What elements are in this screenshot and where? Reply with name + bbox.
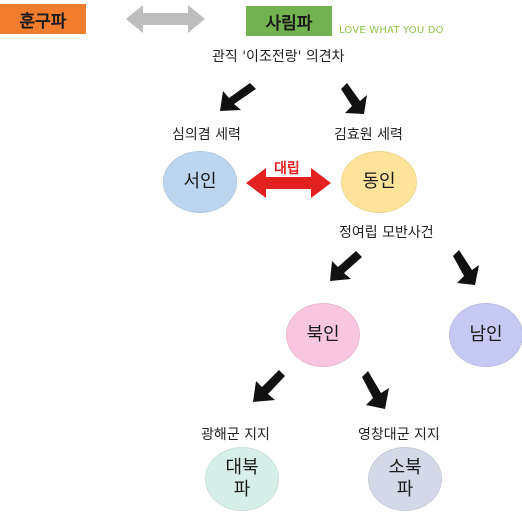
hungu-box: 훈구파 (0, 4, 86, 34)
node-daebuk: 대북 파 (205, 447, 279, 511)
node-sobuk-line1: 소북 (388, 456, 422, 478)
arrow-to-kim (341, 83, 367, 114)
sarim-box: 사림파 (246, 6, 332, 36)
arrow-to-namin (453, 250, 479, 285)
arrow-to-sobuk (362, 371, 389, 409)
node-dongin-label: 동인 (362, 170, 396, 192)
node-dongin: 동인 (341, 151, 417, 213)
arrow-to-daebuk (253, 370, 285, 402)
slogan-text: LOVE WHAT YOU DO (339, 25, 444, 36)
gray-double-arrow (126, 5, 205, 33)
red-double-arrow (246, 168, 331, 198)
node-sobuk: 소북 파 (368, 447, 442, 511)
sarim-label: 사림파 (265, 13, 313, 34)
node-daebuk-line1: 대북 (225, 456, 259, 478)
node-seoin: 서인 (163, 151, 237, 213)
node-namin-label: 남인 (469, 323, 503, 345)
jeong-incident-label: 정여립 모반사건 (339, 225, 434, 241)
node-daebuk-line2: 파 (233, 479, 251, 500)
node-sobuk-line2: 파 (396, 479, 414, 500)
arrow-to-sim (220, 83, 256, 111)
node-bugin-label: 북인 (306, 323, 340, 345)
kim-faction-label: 김효원 세력 (334, 127, 403, 143)
node-bugin: 북인 (286, 303, 360, 367)
gwanghae-support-label: 광해군 지지 (201, 427, 270, 443)
hungu-label: 훈구파 (19, 11, 67, 32)
split-cause-label: 관직 '이조전랑' 의견차 (212, 49, 345, 65)
node-seoin-label: 서인 (183, 170, 217, 192)
yeongchang-support-label: 영창대군 지지 (358, 427, 440, 443)
conflict-label: 대립 (274, 161, 300, 177)
arrow-to-bugin (330, 251, 362, 281)
node-namin: 남인 (449, 303, 522, 367)
sim-faction-label: 심의겸 세력 (172, 127, 241, 143)
